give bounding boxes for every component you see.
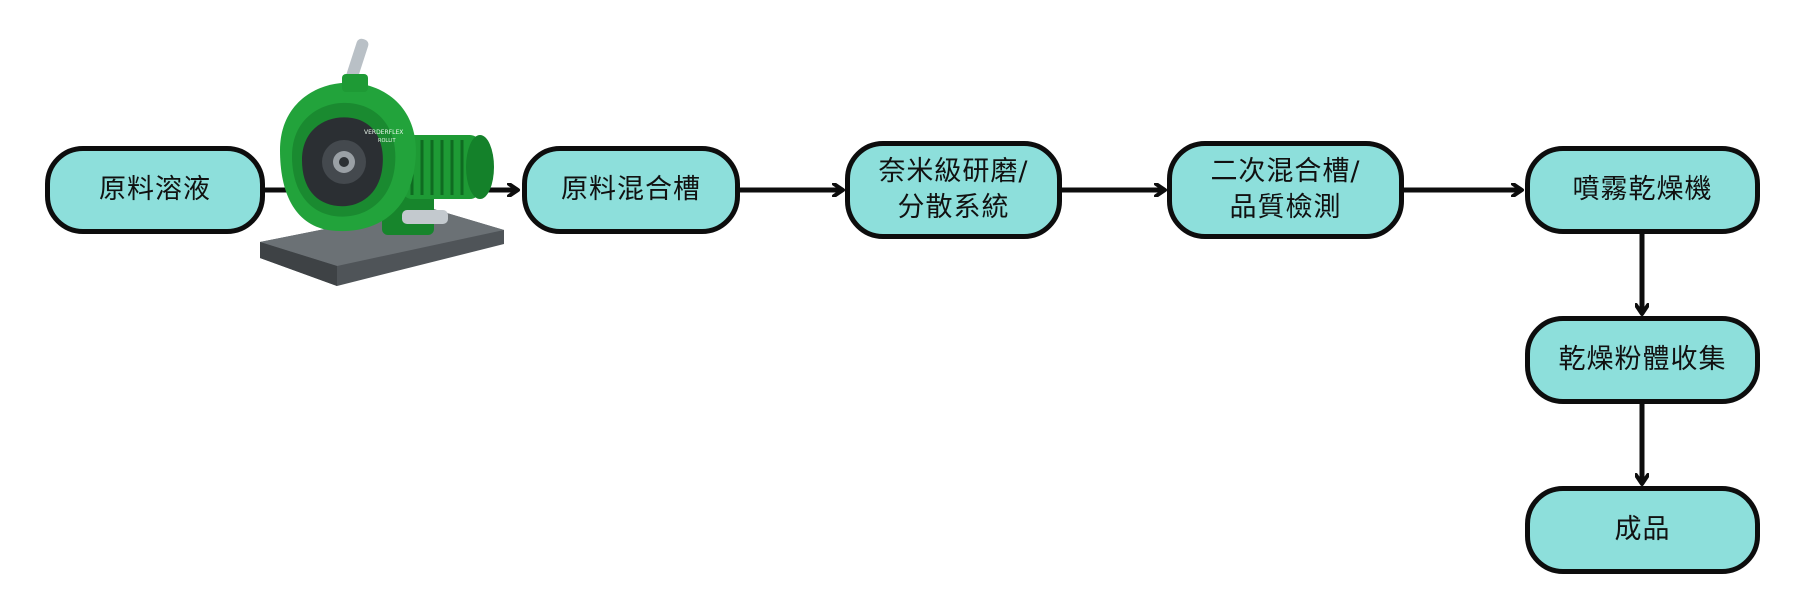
pump-model-text: ROLLIT xyxy=(378,138,396,144)
node-label: 成品 xyxy=(1614,514,1671,545)
node-label: 原料溶液 xyxy=(99,174,211,205)
node-label: 噴霧乾燥機 xyxy=(1572,174,1713,205)
node-raw-mixing-tank: 原料混合槽 xyxy=(522,146,740,234)
pump-brand-text: VERDERFLEX xyxy=(364,129,403,136)
node-finished-product: 成品 xyxy=(1525,486,1760,574)
peristaltic-pump-icon: VERDERFLEX ROLLIT xyxy=(260,38,504,286)
node-nano-grinding-dispersion: 奈米級研磨/ 分散系統 xyxy=(845,141,1062,239)
node-spray-dryer: 噴霧乾燥機 xyxy=(1525,146,1760,234)
node-label: 乾燥粉體收集 xyxy=(1558,344,1727,375)
node-label: 二次混合槽/ 品質檢測 xyxy=(1210,156,1361,223)
node-secondary-mixing-quality-check: 二次混合槽/ 品質檢測 xyxy=(1167,141,1404,239)
node-label: 奈米級研磨/ 分散系統 xyxy=(878,156,1029,223)
node-label: 原料混合槽 xyxy=(561,174,701,205)
node-raw-solution: 原料溶液 xyxy=(45,146,265,234)
node-dried-powder-collection: 乾燥粉體收集 xyxy=(1525,316,1760,404)
